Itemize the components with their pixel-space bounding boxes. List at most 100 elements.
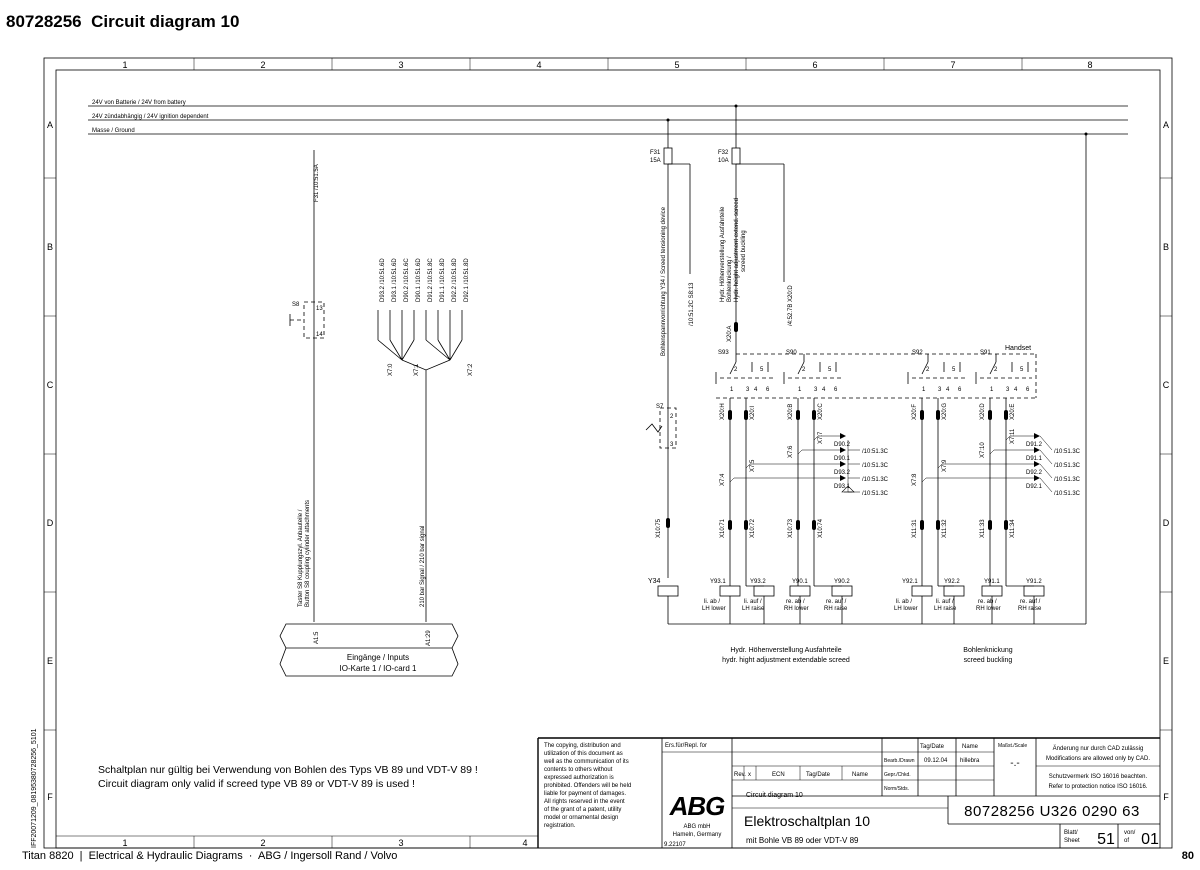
diode-label: D92.2: [1026, 470, 1043, 476]
x20-label: X20:D: [980, 403, 986, 420]
x7-label: X7:8: [912, 473, 918, 486]
bus-ref: D93.2 /10:51.6D: [380, 258, 386, 302]
x-bottom-label: X10:72: [750, 518, 756, 538]
input-terminal: A1:5: [314, 631, 320, 644]
row-label: B: [1163, 242, 1169, 252]
title-en: Circuit diagram 10: [746, 792, 803, 799]
diode-ref: /10:51.3C: [862, 449, 889, 455]
diode-label: D93.2: [834, 470, 851, 476]
rail-battery-label: 24V von Batterie / 24V from battery: [92, 100, 186, 106]
diode-ref: /10:51.3C: [862, 477, 889, 483]
x-bottom-label: X11:31: [912, 519, 918, 538]
notice-de: Schaltplan nur gültig bei Verwendung von…: [98, 764, 478, 776]
col-label: 5: [674, 60, 679, 70]
diode-bank-left: D90.2 D90.1 D93.2 D93.1 /10:51.3C /10:51…: [729, 433, 889, 497]
x10-75-label: X10:75: [656, 518, 662, 538]
sw-pin: 6: [1026, 387, 1030, 393]
rev-header: Name: [852, 772, 869, 778]
outer-frame: [43, 57, 1173, 849]
x7-label: X7:5: [750, 459, 756, 472]
height-desc-line4: screed buckling: [741, 230, 747, 272]
diode-ref: /10:51.3C: [1054, 491, 1081, 497]
col-label: 8: [1087, 60, 1092, 70]
x-bottom-label: X11:34: [1010, 519, 1016, 538]
x20a-label: X20:A: [727, 326, 733, 342]
x20-label: X20:F: [912, 404, 918, 420]
bus-ref: D92.1 /10:51.8D: [464, 258, 470, 302]
row-label: D: [47, 518, 54, 528]
x7-terminal-label: X7:1: [414, 363, 420, 376]
tension-device-desc: Bohlenspannvorrichtung Y34 / Screed tens…: [661, 206, 667, 356]
s8-switch-box: [303, 301, 325, 339]
sw-pin: 6: [766, 387, 770, 393]
rev-header: Rev.: [734, 772, 746, 778]
bus-ref: D90.1 /10:51.6D: [416, 258, 422, 302]
valve-desc: LH raise: [742, 606, 765, 612]
input-terminal: A1:29: [426, 630, 432, 646]
valve-desc: re. auf /: [1020, 599, 1041, 605]
valve-desc: li. auf /: [936, 599, 954, 605]
valve-desc: RH raise: [1018, 606, 1042, 612]
side-code: IFF20071209_08195380728256_5101: [31, 728, 38, 848]
valve-desc: li. ab /: [704, 599, 720, 605]
copyright-line: All rights reserved in the event: [544, 799, 625, 805]
scale-label: Maßst./Scale: [998, 743, 1027, 749]
s8-pin: 14: [316, 332, 323, 338]
rail-ground-label: Masse / Ground: [92, 128, 135, 134]
x7-label: X7:9: [942, 459, 948, 472]
bus-ref: D93.1 /10:51.6D: [392, 258, 398, 302]
sw-pin: 1: [730, 387, 734, 393]
s7-label: S7: [656, 404, 664, 410]
col-label: 1: [122, 60, 127, 70]
group2-label-en: screed buckling: [964, 657, 1013, 664]
rail-ignition-label: 24V zündabhängig / 24V ignition dependen…: [92, 114, 209, 120]
bottom-column-ruler: 1 2 3 4: [56, 835, 538, 848]
s8-label: S8: [292, 302, 300, 308]
valve-desc: LH lower: [702, 606, 726, 612]
fuse-rating: 10A: [718, 158, 729, 164]
x20-label: X20:I: [750, 406, 756, 420]
title-block: The copying, distribution and utilizatio…: [537, 737, 1160, 848]
fuse-name: F31: [650, 150, 661, 156]
height-desc-line2: Bohlenknickung /: [727, 256, 733, 302]
valve-desc: LH lower: [894, 606, 918, 612]
drawn-date: 09.12.04: [924, 758, 948, 764]
row-label: C: [47, 380, 54, 390]
x10-75-connector: [666, 518, 670, 528]
inner-frame: [55, 69, 1161, 849]
valve-name: Y93.2: [750, 579, 766, 585]
valve-desc: li. auf /: [744, 599, 762, 605]
fuse-f32: [731, 147, 741, 165]
s7-switch-box: [659, 407, 677, 449]
sw-pin: 5: [952, 367, 956, 373]
x7-terminal-label: X7:0: [388, 363, 394, 376]
switch-label: S90: [786, 350, 797, 356]
copyright-line: contents to others without: [544, 767, 613, 773]
row-label: E: [1163, 656, 1169, 666]
sw-pin: 1: [798, 387, 802, 393]
row-label: A: [47, 120, 53, 130]
col-label: 2: [260, 60, 265, 70]
valve-desc: LH raise: [934, 606, 957, 612]
y34-label: Y34: [648, 578, 661, 585]
switch-label: S92: [912, 350, 923, 356]
inputs-label: Eingänge / Inputs: [347, 653, 409, 662]
bus-ref: D91.2 /10:51.8C: [428, 258, 434, 302]
valve-name: Y93.1: [710, 579, 726, 585]
x20-label: X20:E: [1010, 404, 1016, 420]
valve-y34: [657, 585, 679, 597]
col-label: 7: [950, 60, 955, 70]
drawing-number: 80728256 U326 0290 63: [964, 803, 1140, 820]
copyright-line: liable for payment of damages.: [544, 791, 626, 797]
s7-pin: 2: [670, 414, 674, 420]
row-label: E: [47, 656, 53, 666]
sw-pin: 4: [822, 387, 826, 393]
cad-note-en: Modifications are allowed only by CAD.: [1046, 756, 1150, 762]
sheet-label-en: Sheet: [1064, 838, 1080, 844]
bus-ref: D91.1 /10:51.8D: [440, 258, 446, 302]
page-title: 80728256 Circuit diagram 10: [6, 12, 240, 31]
sw-pin: 5: [760, 367, 764, 373]
handset-label: Handset: [1005, 345, 1031, 352]
protection-note-de: Schutzvermerk ISO 16016 beachten.: [1049, 774, 1148, 780]
